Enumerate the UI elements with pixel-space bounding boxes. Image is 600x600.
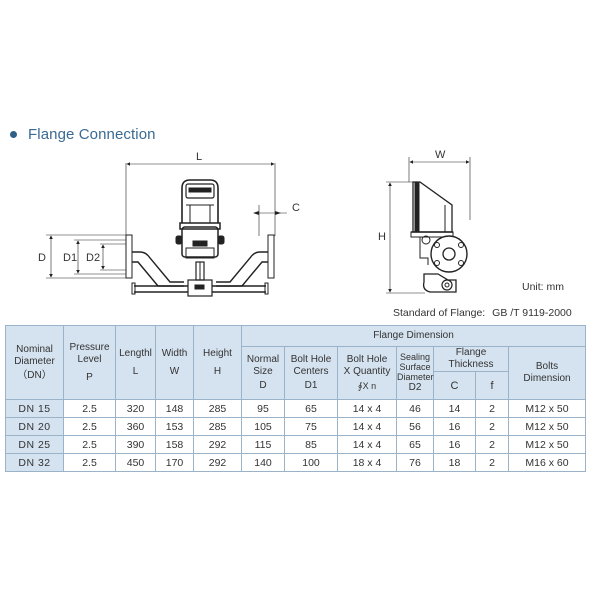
header-flange-thickness: Flange Thickness bbox=[433, 346, 509, 372]
cell-bolts: M12 x 50 bbox=[507, 417, 587, 436]
cell-height: 285 bbox=[193, 399, 242, 418]
side-view-drawing bbox=[386, 157, 471, 294]
cell-thickness-f: 2 bbox=[475, 435, 509, 454]
cell-thickness-f: 2 bbox=[475, 453, 509, 472]
header-sealing-surface-diameter: Sealing Surface Diameter D2 bbox=[396, 346, 434, 400]
cell-width: 170 bbox=[155, 453, 194, 472]
header-height: Height H bbox=[193, 325, 242, 400]
cell-normal-size: 115 bbox=[241, 435, 285, 454]
table-row: DN 20 2.5 360 153 285 105 75 14 x 4 56 1… bbox=[5, 417, 587, 436]
header-bolt-hole-quantity: Bolt Hole X Quantity ∮X n bbox=[337, 346, 397, 400]
cell-thickness-c: 16 bbox=[433, 435, 476, 454]
cell-normal-size: 140 bbox=[241, 453, 285, 472]
cell-sealing-diameter: 65 bbox=[396, 435, 434, 454]
cell-bolt-quantity: 14 x 4 bbox=[337, 417, 397, 436]
side-view-labels: W H bbox=[378, 149, 446, 243]
header-thickness-f: f bbox=[475, 371, 509, 400]
cell-pressure: 2.5 bbox=[63, 399, 116, 418]
cell-sealing-diameter: 56 bbox=[396, 417, 434, 436]
cell-bolt-quantity: 18 x 4 bbox=[337, 453, 397, 472]
cell-pressure: 2.5 bbox=[63, 453, 116, 472]
cell-bolt-centers: 75 bbox=[284, 417, 338, 436]
label-height: H bbox=[378, 231, 386, 243]
cell-length: 320 bbox=[115, 399, 156, 418]
cell-dn: DN 20 bbox=[5, 417, 64, 436]
header-bolt-hole-centers: Bolt Hole Centers D1 bbox=[284, 346, 338, 400]
cell-length: 360 bbox=[115, 417, 156, 436]
cell-bolts: M12 x 50 bbox=[507, 435, 587, 454]
label-flange-thickness: C bbox=[292, 202, 300, 214]
section-heading: Flange Connection bbox=[10, 126, 156, 143]
cell-thickness-c: 16 bbox=[433, 417, 476, 436]
cell-pressure: 2.5 bbox=[63, 417, 116, 436]
cell-bolt-quantity: 14 x 4 bbox=[337, 399, 397, 418]
header-width: Width W bbox=[155, 325, 194, 400]
cell-thickness-f: 2 bbox=[475, 399, 509, 418]
label-width: W bbox=[435, 149, 446, 161]
cell-height: 285 bbox=[193, 417, 242, 436]
label-bolt-circle: D1 bbox=[63, 252, 77, 264]
cell-normal-size: 105 bbox=[241, 417, 285, 436]
standard-value: GB /T 9119-2000 bbox=[492, 307, 572, 319]
bullet-icon bbox=[10, 131, 17, 138]
label-outer-diameter: D bbox=[38, 252, 46, 264]
cell-thickness-f: 2 bbox=[475, 417, 509, 436]
label-seal-diameter: D2 bbox=[86, 252, 100, 264]
cell-length: 450 bbox=[115, 453, 156, 472]
table-row: DN 32 2.5 450 170 292 140 100 18 x 4 76 … bbox=[5, 453, 587, 472]
cell-bolt-centers: 65 bbox=[284, 399, 338, 418]
cell-dn: DN 25 bbox=[5, 435, 64, 454]
cell-normal-size: 95 bbox=[241, 399, 285, 418]
flange-standard: Standard of Flange: GB /T 9119-2000 bbox=[393, 307, 572, 319]
header-bolts-dimension: Bolts Dimension bbox=[507, 346, 587, 400]
cell-length: 390 bbox=[115, 435, 156, 454]
cell-sealing-diameter: 76 bbox=[396, 453, 434, 472]
cell-bolts: M12 x 50 bbox=[507, 399, 587, 418]
standard-label: Standard of Flange: bbox=[393, 307, 486, 319]
technical-drawing: L C D D1 D2 W H bbox=[38, 149, 471, 297]
cell-height: 292 bbox=[193, 453, 242, 472]
header-normal-size: Normal Size D bbox=[241, 346, 285, 400]
header-nominal-diameter: Nominal Diameter （DN） bbox=[5, 325, 64, 400]
unit-label: Unit: mm bbox=[522, 281, 564, 293]
cell-height: 292 bbox=[193, 435, 242, 454]
cell-sealing-diameter: 46 bbox=[396, 399, 434, 418]
section-title: Flange Connection bbox=[28, 126, 156, 143]
header-length: Lengthl L bbox=[115, 325, 156, 400]
cell-bolt-quantity: 14 x 4 bbox=[337, 435, 397, 454]
flange-dimension-table: Nominal Diameter （DN） Pressure Level P L… bbox=[5, 325, 587, 472]
cell-bolts: M16 x 60 bbox=[507, 453, 587, 472]
cell-bolt-centers: 100 bbox=[284, 453, 338, 472]
cell-bolt-centers: 85 bbox=[284, 435, 338, 454]
table-row: DN 25 2.5 390 158 292 115 85 14 x 4 65 1… bbox=[5, 435, 587, 454]
header-flange-dimension: Flange Dimension bbox=[240, 325, 587, 347]
header-thickness-c: C bbox=[433, 371, 476, 400]
cell-pressure: 2.5 bbox=[63, 435, 116, 454]
table-row: DN 15 2.5 320 148 285 95 65 14 x 4 46 14… bbox=[5, 399, 587, 418]
cell-thickness-c: 18 bbox=[433, 453, 476, 472]
label-length: L bbox=[196, 151, 202, 163]
front-view-drawing bbox=[46, 162, 287, 297]
header-pressure-level: Pressure Level P bbox=[63, 325, 116, 400]
cell-width: 153 bbox=[155, 417, 194, 436]
front-view-labels: L C D D1 D2 bbox=[38, 151, 300, 264]
cell-width: 158 bbox=[155, 435, 194, 454]
cell-dn: DN 15 bbox=[5, 399, 64, 418]
cell-dn: DN 32 bbox=[5, 453, 64, 472]
cell-thickness-c: 14 bbox=[433, 399, 476, 418]
cell-width: 148 bbox=[155, 399, 194, 418]
